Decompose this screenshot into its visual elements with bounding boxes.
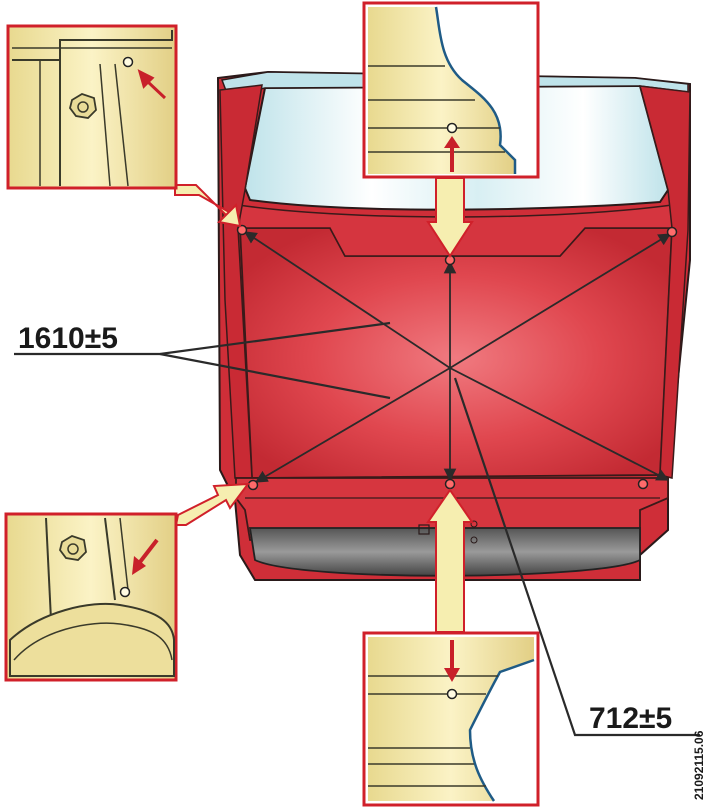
pointer-bottom-left xyxy=(174,482,251,526)
left-pillar xyxy=(219,84,263,479)
dimension-label-1610: 1610±5 xyxy=(18,322,118,355)
detail-top-left xyxy=(6,24,178,190)
diagonal-line-b xyxy=(449,233,672,369)
detail-bottom-center xyxy=(362,631,540,807)
detail-point xyxy=(446,688,458,700)
bolt-head-icon xyxy=(69,93,97,119)
red-arrow-icon xyxy=(444,136,460,148)
pointer-top-center xyxy=(426,177,474,258)
dimension-label-712: 712±5 xyxy=(589,702,672,735)
diagonal-line-a xyxy=(243,231,451,369)
red-arrow-icon xyxy=(132,556,146,575)
callout-pointers xyxy=(174,177,474,633)
measure-point-bottom-center xyxy=(444,478,456,490)
detail-point xyxy=(122,56,134,68)
detail-point xyxy=(119,586,131,598)
red-arrow-icon xyxy=(137,69,167,100)
door-opening-panel xyxy=(239,227,673,479)
pointer-top-left xyxy=(174,184,242,228)
detail-top-center xyxy=(362,1,540,179)
detail-point xyxy=(446,122,458,134)
red-arrow-icon xyxy=(444,668,460,682)
figure-code: 21092115.06 xyxy=(692,730,706,800)
measure-point-bottom-left xyxy=(247,479,259,491)
measure-point-top-right xyxy=(666,226,678,238)
leader-1610-b xyxy=(159,352,391,400)
latch-mark xyxy=(418,524,430,535)
latch-hole-1 xyxy=(470,520,478,528)
measure-point-top-left xyxy=(236,224,248,236)
diagonal-line-b2 xyxy=(254,367,451,483)
diagonal-line-a2 xyxy=(449,367,670,481)
detail-bottom-left xyxy=(4,512,178,682)
dimension-leaders: 1610±5 712±5 21092115.06 xyxy=(14,321,706,800)
latch-hole-2 xyxy=(470,536,478,544)
leader-712 xyxy=(453,377,700,737)
bolt-head-icon xyxy=(59,535,87,561)
measure-point-bottom-right xyxy=(637,478,649,490)
pointer-bottom-center xyxy=(426,488,474,633)
